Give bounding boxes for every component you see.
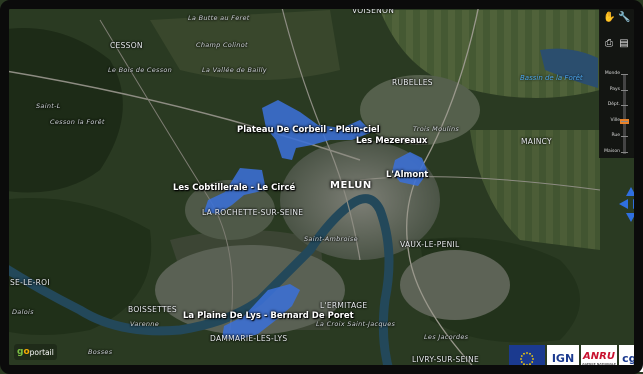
urban-area <box>360 75 480 145</box>
pan-right-arrow-icon[interactable] <box>633 199 642 209</box>
anru-logo: ANRU AGENCE NATIONALE <box>581 345 617 372</box>
place-label: Dalois <box>12 308 34 316</box>
water-basin <box>540 48 598 88</box>
ign-logo: IGN <box>547 345 579 372</box>
road <box>279 0 361 261</box>
place-label: Bosses <box>88 348 113 356</box>
zone-plaine-de-lys-shape[interactable] <box>222 284 300 340</box>
place-label: VOISENON <box>352 6 395 15</box>
pan-left-arrow-icon[interactable] <box>619 199 628 209</box>
zone-almont-shape[interactable] <box>392 152 428 186</box>
zone-plateau-corbeil-shape[interactable] <box>262 100 372 160</box>
zone-label-almont[interactable]: L'Almont <box>386 170 429 180</box>
urban-area <box>185 180 275 240</box>
pan-down-arrow-icon[interactable] <box>626 213 636 222</box>
navigation-pad <box>619 187 643 223</box>
place-label: Les Jacordes <box>424 333 469 341</box>
place-label: La Butte au Feret <box>188 14 250 22</box>
zoom-level-2[interactable]: Dépt. <box>607 102 620 108</box>
zoom-level-3[interactable]: Ville <box>610 117 621 123</box>
logo-letter: g <box>17 347 24 357</box>
farm-fields <box>470 130 600 250</box>
zoom-slider[interactable] <box>620 74 629 154</box>
road <box>406 0 481 374</box>
urban-area <box>400 250 510 320</box>
place-label: Varenne <box>130 320 160 328</box>
water-label: Bassin de la Forêt <box>520 74 583 82</box>
cge-logo: cge <box>619 345 643 372</box>
geoportail-logo[interactable]: g o portail <box>14 344 57 360</box>
forest-area <box>0 28 123 193</box>
zone-cobtillerale-shape[interactable] <box>204 168 266 214</box>
farm-fields <box>150 10 340 80</box>
zoom-level-4[interactable]: Rue <box>611 133 620 139</box>
zoom-level-5[interactable]: Maison <box>604 149 620 154</box>
zone-label-mezereaux[interactable]: Les Mezereaux <box>356 136 428 146</box>
zoom-tick <box>621 120 628 122</box>
place-label: LIVRY-SUR-SEINE <box>412 355 480 364</box>
zone-label-cobtillerale[interactable]: Les Cobtillerale - Le Circé <box>173 183 296 193</box>
place-label: CESSON <box>110 41 143 50</box>
zoom-level-1[interactable]: Pays <box>609 86 620 92</box>
zone-label-plaine-de-lys[interactable]: La Plaine De Lys - Bernard De Poret <box>183 311 354 321</box>
zoom-tick <box>621 105 628 107</box>
zoom-level-0[interactable]: Monde <box>604 71 620 76</box>
place-label: RUBELLES <box>392 78 433 87</box>
layers-icon[interactable]: ▤ <box>619 38 629 49</box>
place-label: L'ERMITAGE <box>320 301 368 310</box>
place-label: La Vallée de Bailly <box>202 66 267 74</box>
place-label: LA ROCHETTE-SUR-SEINE <box>202 208 304 217</box>
partner-logos: IGN ANRU AGENCE NATIONALE cge <box>509 345 643 373</box>
road <box>99 19 233 331</box>
hand-icon[interactable]: ✋ <box>603 12 616 23</box>
anru-text: ANRU <box>583 351 615 362</box>
eu-flag-logo <box>509 345 545 372</box>
place-label: VAUX-LE-PENIL <box>400 240 460 249</box>
zoom-tick <box>621 136 628 138</box>
farm-fields <box>380 10 600 98</box>
logo-letter: o <box>23 347 30 357</box>
river-seine <box>0 194 395 374</box>
print-icon[interactable]: ⎙ <box>605 38 613 49</box>
anru-subtext: AGENCE NATIONALE <box>582 362 616 366</box>
zoom-tick <box>621 89 628 91</box>
zone-label-plateau-corbeil[interactable]: Plateau De Corbeil - Plein-ciel <box>237 125 380 135</box>
place-label: Champ Colinot <box>196 41 248 49</box>
logo-text: portail <box>29 347 54 357</box>
eu-stars-icon <box>520 351 534 366</box>
place-label: Cesson la Forêt <box>50 118 105 126</box>
zoom-tick <box>621 74 628 75</box>
place-label: Saint-Ambroise <box>304 235 358 243</box>
place-label: Le Bois de Cesson <box>108 66 173 74</box>
zoom-tick <box>621 152 628 153</box>
road <box>359 176 601 191</box>
place-label: MAINCY <box>521 137 552 146</box>
place-label: BOISSETTES <box>128 305 177 314</box>
pan-up-arrow-icon[interactable] <box>626 187 636 196</box>
wrench-icon[interactable]: 🔧 <box>618 12 631 23</box>
place-label: La Croix Saint-Jacques <box>316 320 396 328</box>
city-label-melun: MELUN <box>330 180 372 191</box>
place-label: Saint-L <box>36 102 61 110</box>
place-label: SE-LE-ROI <box>10 278 50 287</box>
place-label: Trois Moulins <box>413 125 460 133</box>
place-label: DAMMARIE-LES-LYS <box>210 334 288 343</box>
forest-area <box>0 198 152 335</box>
road <box>0 69 361 161</box>
